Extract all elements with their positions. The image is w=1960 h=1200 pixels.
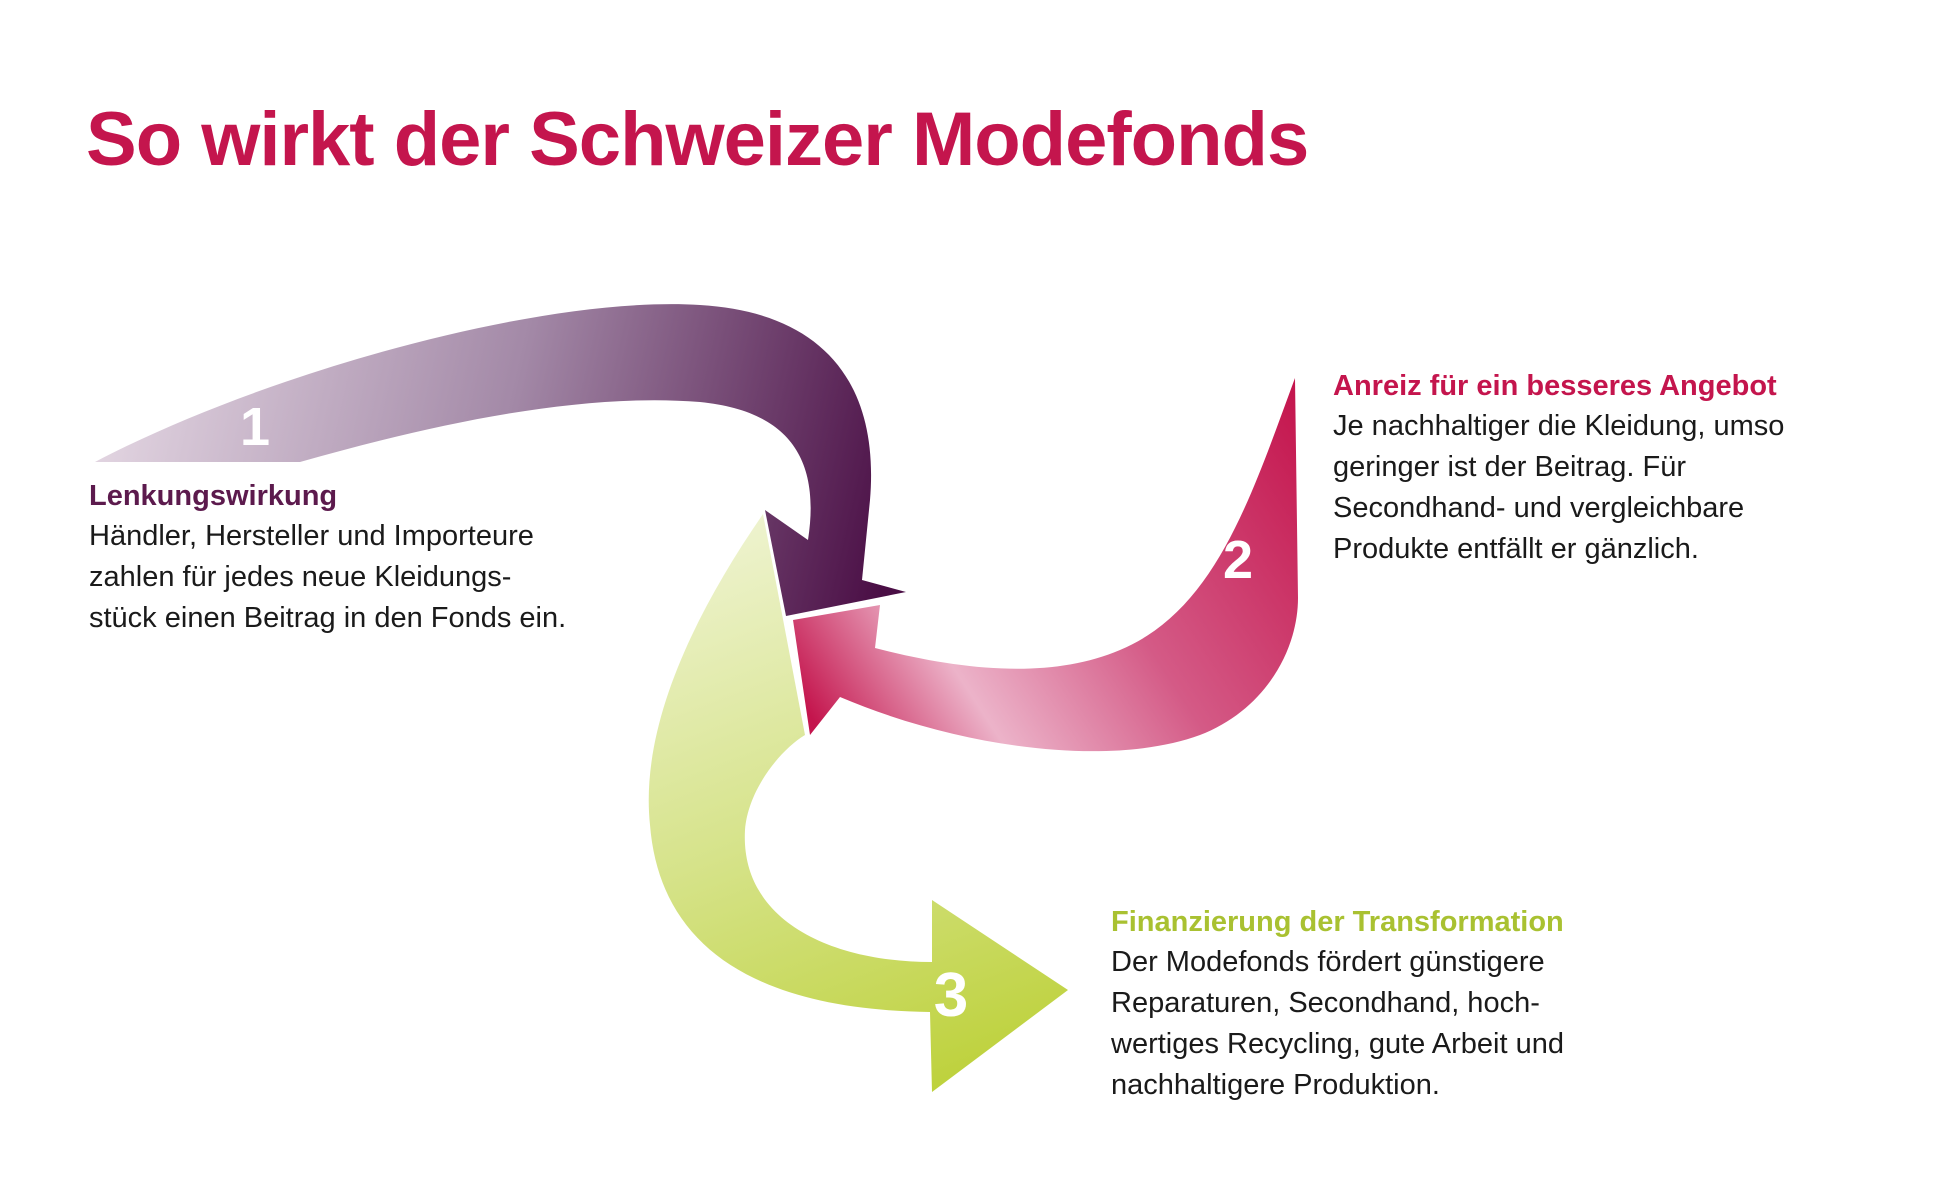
step-1-number: 1 — [240, 397, 270, 457]
arrow-3 — [648, 514, 1068, 1092]
step-3-line: Reparaturen, Secondhand, hoch- — [1111, 987, 1540, 1019]
step-1-text: Lenkungswirkung Händler, Hersteller und … — [89, 476, 566, 639]
step-2-line: Je nachhaltiger die Kleidung, umso — [1333, 410, 1785, 442]
step-1-line: Händler, Hersteller und Importeure — [89, 520, 534, 552]
step-2-number: 2 — [1223, 530, 1253, 590]
step-2-heading: Anreiz für ein besseres Angebot — [1333, 370, 1777, 402]
step-2-text: Anreiz für ein besseres Angebot Je nachh… — [1333, 366, 1784, 570]
step-3-line: nachhaltigere Produktion. — [1111, 1069, 1440, 1101]
step-3-line: wertiges Recycling, gute Arbeit und — [1111, 1028, 1564, 1060]
step-3-text: Finanzierung der Transformation Der Mode… — [1111, 902, 1564, 1106]
step-2-line: Secondhand- und vergleichbare — [1333, 492, 1745, 524]
arrow-2 — [793, 378, 1298, 752]
page-title: So wirkt der Schweizer Modefonds — [86, 97, 1309, 182]
arrow-1 — [95, 304, 906, 616]
step-3-number: 3 — [934, 961, 968, 1030]
step-2-line: Produkte entfällt er gänzlich. — [1333, 533, 1699, 565]
step-2-line: geringer ist der Beitrag. Für — [1333, 451, 1686, 483]
step-3-line: Der Modefonds fördert günstigere — [1111, 946, 1545, 978]
step-3-heading: Finanzierung der Transformation — [1111, 906, 1564, 938]
step-1-line: stück einen Beitrag in den Fonds ein. — [89, 602, 567, 634]
step-1-line: zahlen für jedes neue Kleidungs- — [89, 561, 512, 593]
step-1-heading: Lenkungswirkung — [89, 480, 338, 512]
